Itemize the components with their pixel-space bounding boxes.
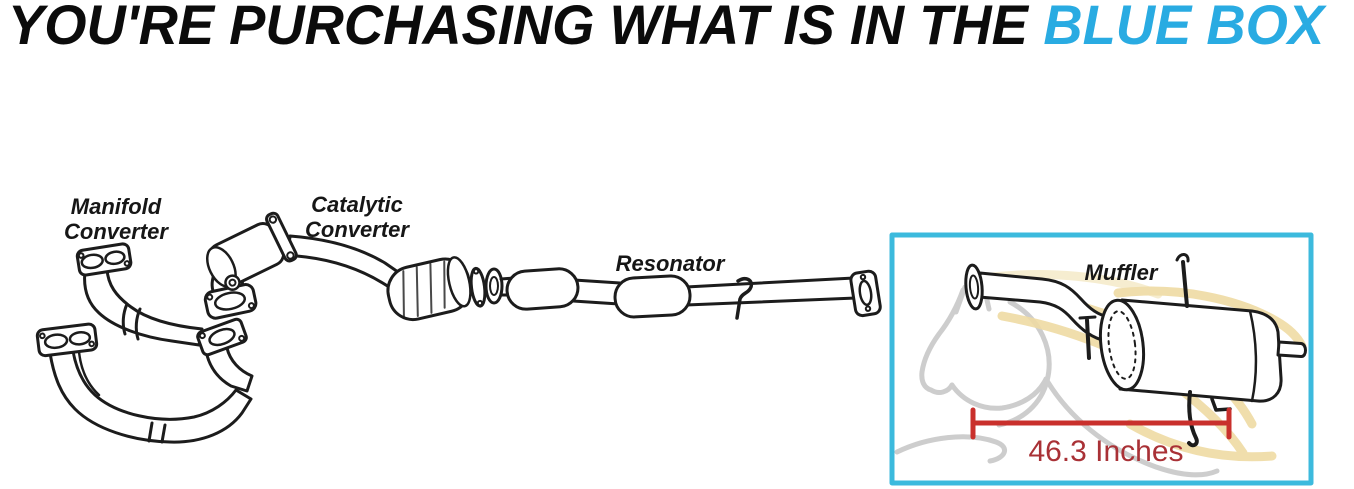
label-manifold-line2: Converter [64,219,169,244]
cat-donut-flange [484,267,504,305]
muffler-top-hanger-hook [1175,253,1190,263]
manifold-converter-drawing [35,242,254,444]
tail-pipe-flange [849,269,882,318]
resonator-body-2 [613,274,692,319]
title-highlight: BLUE BOX [1043,0,1325,56]
manifold-lower-pipe [48,349,253,444]
title-text: YOU'RE PURCHASING WHAT IS IN THE [8,0,1028,56]
pipe-hanger-hook [735,277,754,320]
muffler-inlet-flange [964,263,984,311]
blue-box: 46.3 Inches Muffler [889,232,1314,486]
manifold-upper-flange [75,242,133,277]
resonator-connector-pipe [571,278,622,306]
muffler-bottom-bracket [1210,397,1232,412]
collector-funnel [204,346,254,393]
runner-divider-line [77,350,101,397]
collector-flange [196,317,248,357]
page-title: YOU'RE PURCHASING WHAT IS IN THE BLUE BOX [8,0,1324,53]
cat-outlet-flange [203,283,258,320]
horse-jaw-line [949,376,1049,411]
label-catalytic-line1: Catalytic [311,192,403,217]
swoosh-line [1125,419,1277,462]
secondary-cat-body [386,256,472,322]
muffler-outlet-stub [1276,340,1307,358]
label-manifold-line1: Manifold [71,194,162,219]
label-catalytic-line2: Converter [305,217,410,242]
label-muffler: Muffler [1085,260,1159,285]
manifold-upper-pipe [83,267,204,347]
horse-chest-swoosh [894,434,1007,464]
sleeve-joint-line [121,302,129,336]
sleeve-joint-line [134,307,142,341]
horse-forehead-line [919,287,966,393]
muffler-end-seam [1248,309,1258,403]
muffler-front-face [1098,298,1146,392]
muffler-body [1118,298,1283,403]
muffler-bottom-hanger-rod [1187,390,1199,448]
hanger-pin-top [1078,315,1097,320]
tail-pipe [684,276,858,307]
muffler-drawing [964,253,1307,448]
cat-gasket [469,266,487,308]
primary-cat-body [206,211,298,291]
dimension-label: 46.3 Inches [1028,435,1183,468]
resonator-body-1 [505,267,580,311]
part-labels: Manifold Converter Catalytic Converter R… [64,192,726,276]
horse-tail-curve [1043,376,1220,478]
resonator-drawing [499,267,882,320]
label-resonator: Resonator [616,251,726,276]
hanger-pin [1085,318,1091,360]
dimension-line [970,407,1232,440]
sleeve-joint-line [147,421,154,443]
catalytic-converter-drawing [203,211,504,322]
cat-mid-pipe [286,234,400,289]
muffler-top-hanger-rod [1181,260,1189,308]
sleeve-joint-line [160,423,167,444]
manifold-lower-flange [35,322,99,358]
